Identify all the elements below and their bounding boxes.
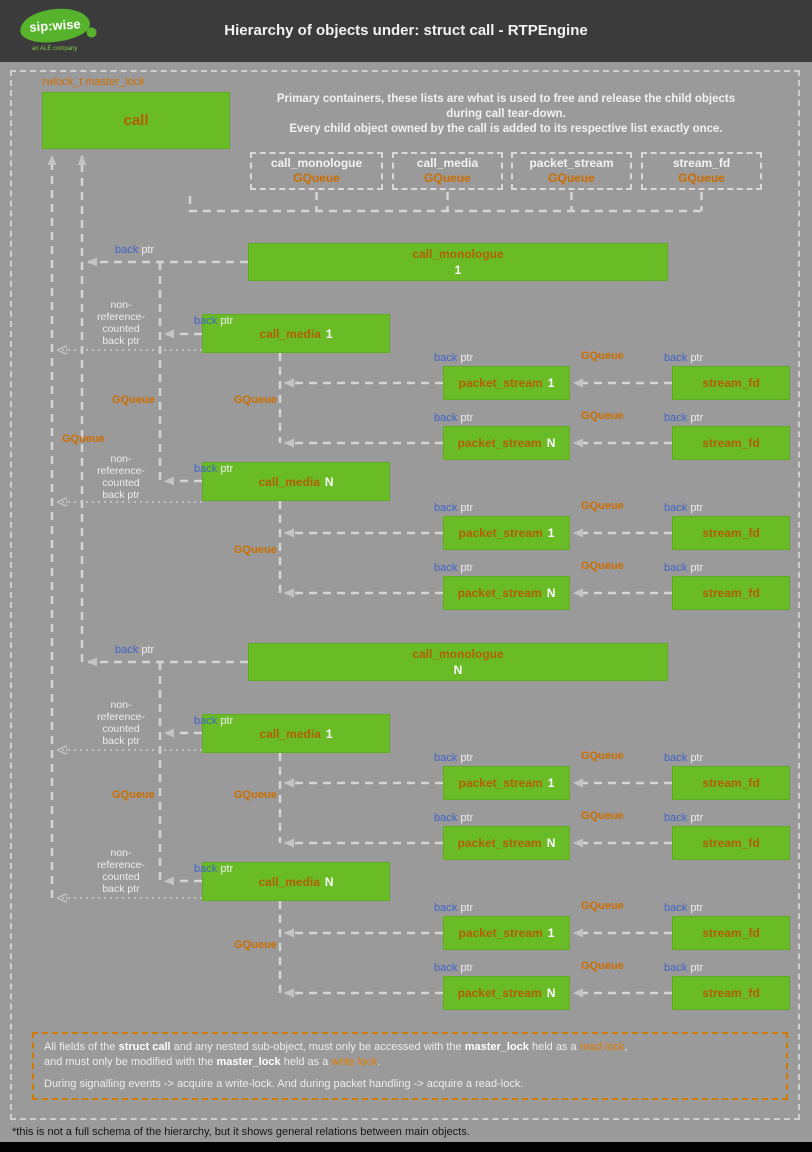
gqueue-label: GQueue: [234, 939, 277, 951]
back-ptr-label: back ptr: [434, 752, 474, 764]
back-ptr-label: back ptr: [115, 644, 155, 656]
back-ptr-label: back ptr: [115, 244, 155, 256]
back-ptr-label: back ptr: [664, 962, 704, 974]
back-ptr-label: back ptr: [664, 812, 704, 824]
queue-box-packet-stream: packet_stream GQueue: [511, 152, 632, 190]
gqueue-label: GQueue: [581, 500, 624, 512]
queue-box-stream-fd: stream_fd GQueue: [641, 152, 762, 190]
note-line-1: All fields of the struct call and any ne…: [44, 1041, 628, 1053]
back-ptr-label: back ptr: [664, 752, 704, 764]
gqueue-label: GQueue: [581, 560, 624, 572]
back-ptr-label: back ptr: [434, 962, 474, 974]
gqueue-label: GQueue: [234, 394, 277, 406]
back-ptr-label: back ptr: [194, 715, 234, 727]
node-stream-fd-g3a: stream_fd: [672, 766, 790, 800]
footnote: *this is not a full schema of the hierar…: [12, 1126, 470, 1138]
node-call-monologue-n: call_monologue N: [248, 643, 668, 681]
node-stream-fd-g4a: stream_fd: [672, 916, 790, 950]
logo-tagline: an ALE company: [32, 46, 78, 52]
master-lock-label: rwlock_t master_lock: [42, 76, 145, 88]
gqueue-label: GQueue: [581, 350, 624, 362]
locking-note: All fields of the struct call and any ne…: [32, 1032, 788, 1100]
intro-line-3: Every child object owned by the call is …: [289, 123, 723, 135]
back-ptr-label: back ptr: [664, 562, 704, 574]
note-line-3: During signalling events -> acquire a wr…: [44, 1078, 524, 1090]
queue-box-call-monologue: call_monologue GQueue: [250, 152, 383, 190]
gqueue-label: GQueue: [234, 789, 277, 801]
node-stream-fd-g3b: stream_fd: [672, 826, 790, 860]
node-stream-fd-g1b: stream_fd: [672, 426, 790, 460]
gqueue-label: GQueue: [112, 394, 155, 406]
gqueue-label: GQueue: [62, 433, 105, 445]
back-ptr-label: back ptr: [664, 412, 704, 424]
node-stream-fd-g2a: stream_fd: [672, 516, 790, 550]
gqueue-label: GQueue: [112, 789, 155, 801]
page-title: Hierarchy of objects under: struct call …: [224, 22, 588, 39]
back-ptr-label: back ptr: [434, 502, 474, 514]
back-ptr-label: back ptr: [434, 562, 474, 574]
back-ptr-label: back ptr: [434, 352, 474, 364]
intro-line-1: Primary containers, these lists are what…: [276, 93, 736, 105]
gqueue-label: GQueue: [581, 960, 624, 972]
back-ptr-label: back ptr: [664, 352, 704, 364]
node-call-monologue-1: call_monologue 1: [248, 243, 668, 281]
bottom-strip: [0, 1142, 812, 1152]
back-ptr-label: back ptr: [194, 463, 234, 475]
intro-line-2: during call tear-down.: [446, 108, 566, 120]
back-ptr-label: back ptr: [664, 902, 704, 914]
back-ptr-label: back ptr: [434, 902, 474, 914]
back-ptr-label: back ptr: [664, 502, 704, 514]
gqueue-label: GQueue: [581, 410, 624, 422]
back-ptr-label: back ptr: [434, 812, 474, 824]
back-ptr-label: back ptr: [194, 863, 234, 875]
back-ptr-label: back ptr: [434, 412, 474, 424]
diagram-frame: [10, 70, 800, 1120]
node-call: call: [42, 92, 230, 149]
node-stream-fd-g1a: stream_fd: [672, 366, 790, 400]
sipwise-logo: sip:wise an ALE company: [16, 6, 108, 58]
header-bar: sip:wise an ALE company Hierarchy of obj…: [0, 0, 812, 62]
gqueue-label: GQueue: [581, 810, 624, 822]
intro-text: Primary containers, these lists are what…: [250, 92, 762, 137]
back-ptr-label: back ptr: [194, 315, 234, 327]
note-line-2: and must only be modified with the maste…: [44, 1055, 381, 1068]
node-stream-fd-g2b: stream_fd: [672, 576, 790, 610]
gqueue-label: GQueue: [581, 750, 624, 762]
gqueue-label: GQueue: [234, 544, 277, 556]
queue-box-call-media: call_media GQueue: [392, 152, 503, 190]
node-stream-fd-g4b: stream_fd: [672, 976, 790, 1010]
gqueue-label: GQueue: [581, 900, 624, 912]
